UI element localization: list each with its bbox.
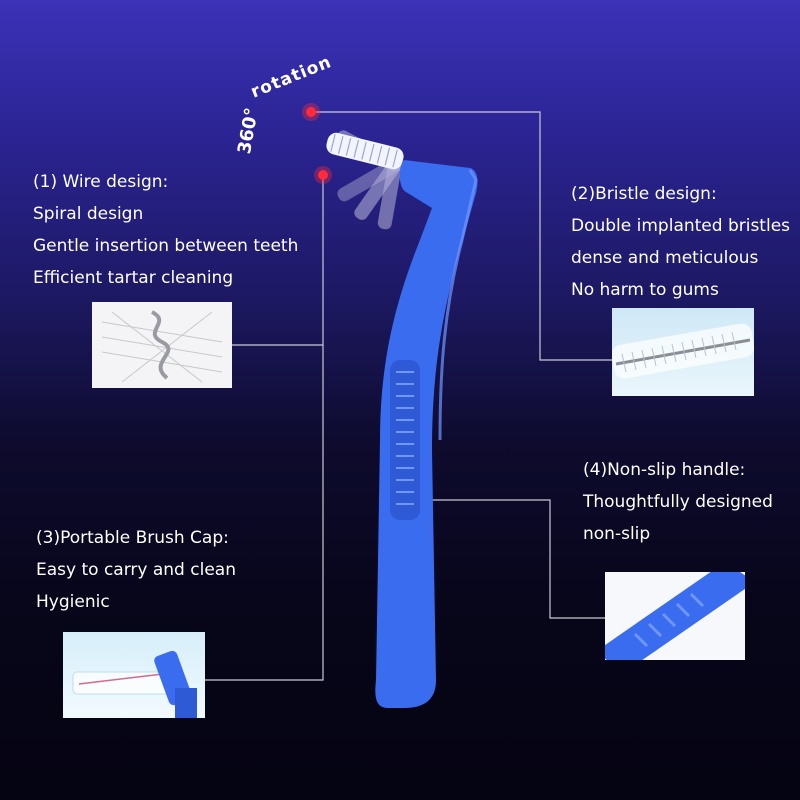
bristle-design-line-1: Double implanted bristles bbox=[571, 216, 791, 236]
brush-handle bbox=[375, 160, 478, 708]
red-markers bbox=[302, 103, 332, 184]
handle-line-2: non-slip bbox=[583, 524, 651, 544]
brush-cap-title: (3)Portable Brush Cap: bbox=[36, 528, 229, 548]
handle-block: (4)Non-slip handle: Thoughtfully designe… bbox=[583, 454, 773, 550]
wire-design-line-3: Efficient tartar cleaning bbox=[33, 268, 234, 288]
bristle-design-block: (2)Bristle design: Double implanted bris… bbox=[571, 178, 790, 306]
brush-cap-block: (3)Portable Brush Cap: Easy to carry and… bbox=[36, 522, 236, 618]
wire-design-block: (1) Wire design: Spiral design Gentle in… bbox=[33, 166, 298, 294]
bristle-design-line-3: No harm to gums bbox=[571, 280, 719, 300]
bristle-design-title: (2)Bristle design: bbox=[571, 184, 717, 204]
handle-thumbnail bbox=[605, 572, 745, 660]
handle-title: (4)Non-slip handle: bbox=[583, 460, 746, 480]
bristle-design-thumbnail bbox=[612, 308, 754, 396]
leader-line-bristle bbox=[312, 111, 612, 361]
bristle-design-line-2: dense and meticulous bbox=[571, 248, 759, 268]
leader-line-cap bbox=[205, 345, 324, 681]
brush-cap-line-2: Hygienic bbox=[36, 592, 110, 612]
leader-line-handle bbox=[430, 499, 605, 619]
wire-design-line-2: Gentle insertion between teeth bbox=[33, 236, 299, 256]
wire-design-title: (1) Wire design: bbox=[33, 172, 169, 192]
leader-lines bbox=[205, 111, 612, 681]
wire-design-line-1: Spiral design bbox=[33, 204, 144, 224]
brush-bristles bbox=[326, 132, 404, 170]
brush-cap-thumbnail bbox=[63, 632, 205, 718]
handle-line-1: Thoughtfully designed bbox=[583, 492, 773, 512]
grip-ridges bbox=[396, 371, 414, 505]
wire-design-thumbnail bbox=[92, 302, 232, 388]
brush-cap-line-1: Easy to carry and clean bbox=[36, 560, 236, 580]
